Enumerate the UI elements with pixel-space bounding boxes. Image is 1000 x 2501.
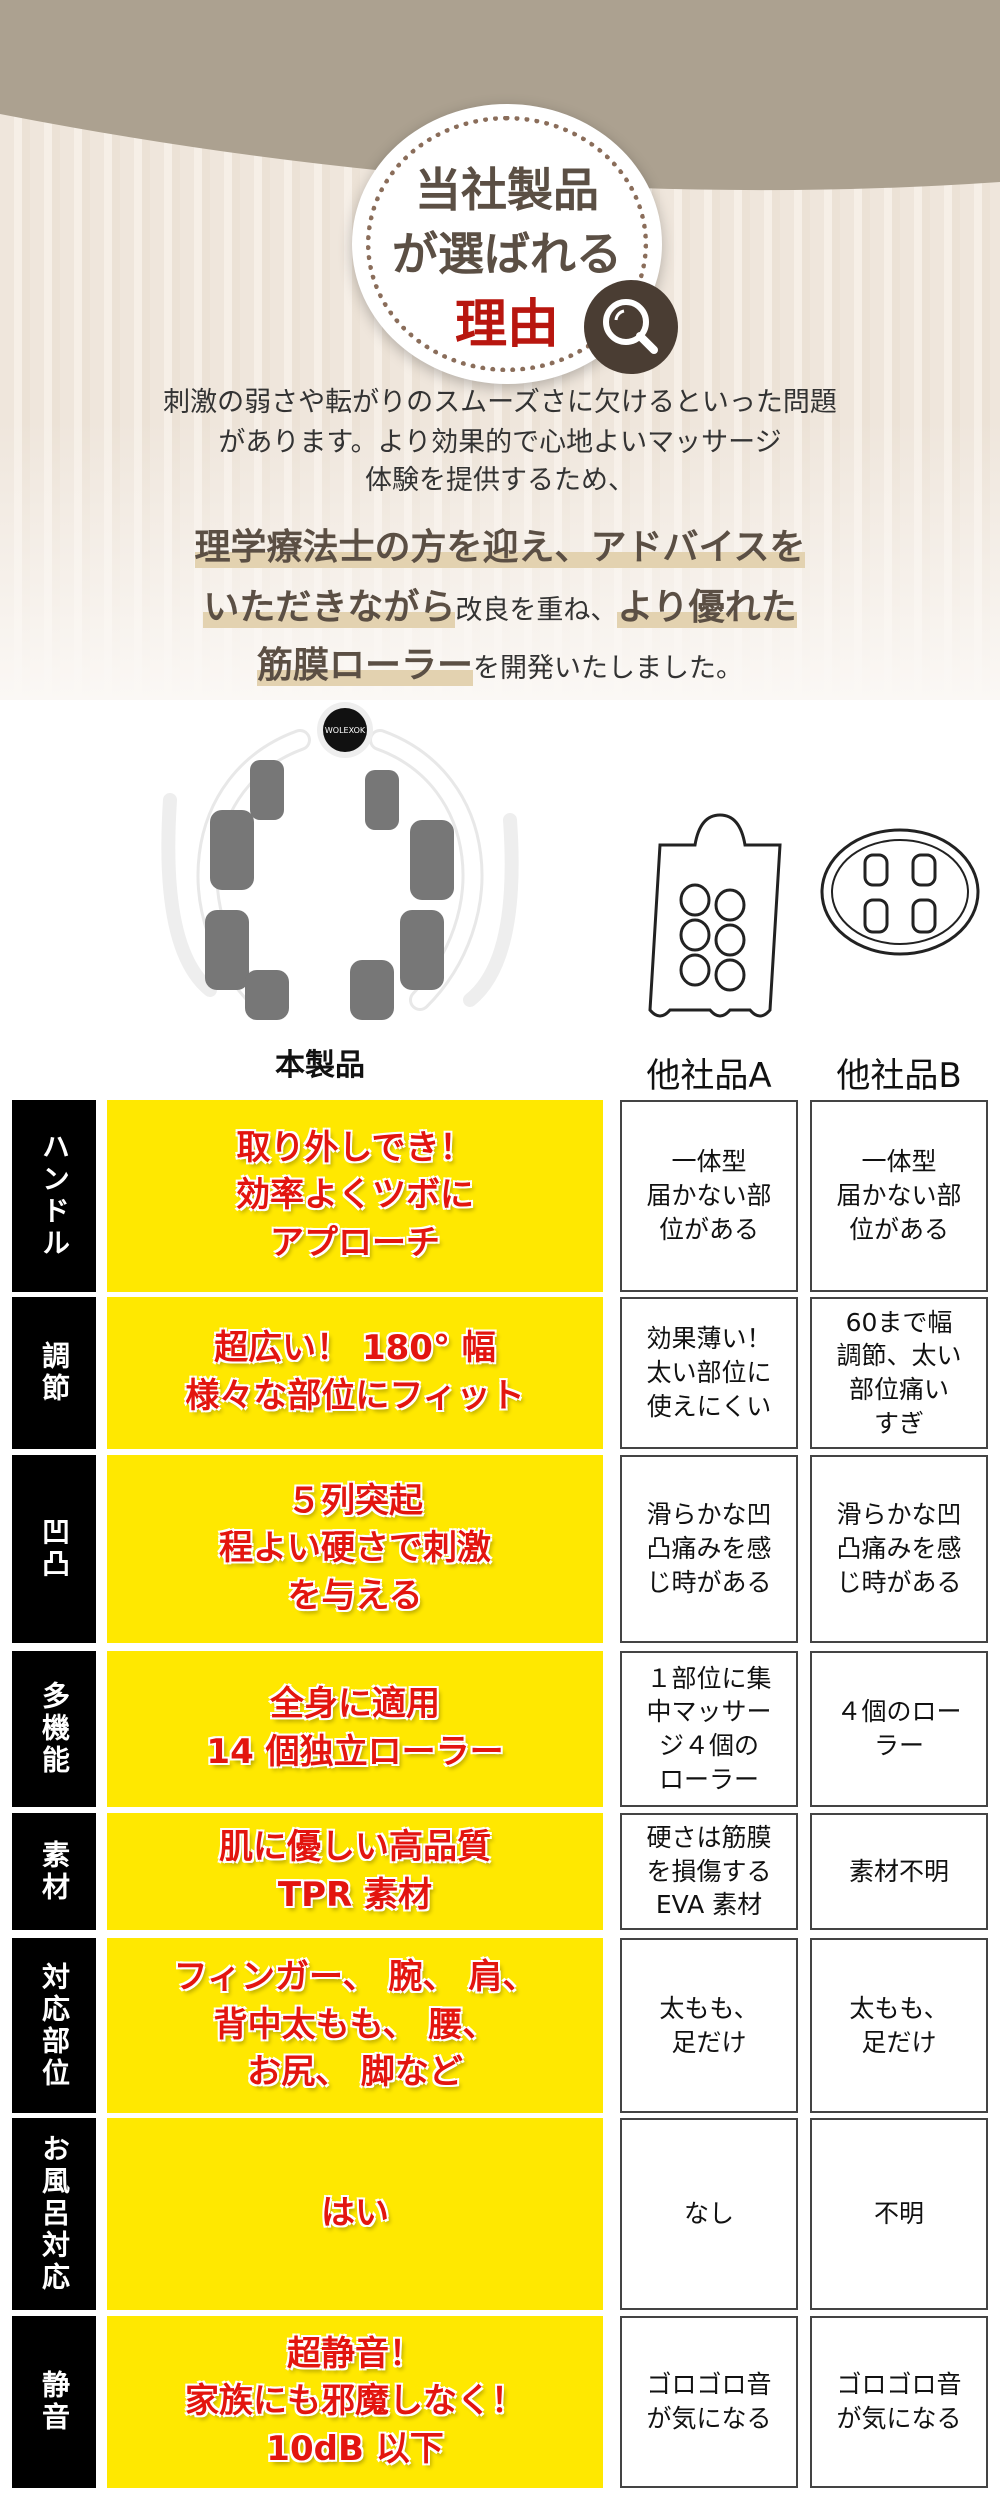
header-band xyxy=(0,0,1000,191)
competitor-a-cell: １部位に集 中マッサー ジ４個の ローラー xyxy=(620,1651,798,1807)
product-logo: WOLEXOK xyxy=(325,726,366,735)
our-product-cell: ５列突起 程よい硬さで刺激 を与える xyxy=(107,1455,603,1643)
product-image: WOLEXOK xyxy=(161,702,519,1020)
competitor-a-cell: ゴロゴロ音 が気になる xyxy=(620,2316,798,2488)
competitor-a-image xyxy=(648,813,782,1018)
competitor-b-cell: 滑らかな凹 凸痛みを感 じ時がある xyxy=(810,1455,988,1643)
row-label: 凹凸 xyxy=(12,1455,96,1643)
our-product-cell: 取り外しでき！ 効率よくツボに アプローチ xyxy=(107,1100,603,1292)
competitor-a-cell: なし xyxy=(620,2118,798,2310)
row-label: 調節 xyxy=(12,1297,96,1449)
intro-line-1: 刺激の弱さや転がりのスムーズさに欠けるといった問題 xyxy=(163,387,837,418)
badge-line-2: が選ばれる xyxy=(392,227,622,281)
our-product-cell: フィンガー、 腕、 肩、 背中太もも、 腰、 お尻、 脚など xyxy=(107,1938,603,2113)
competitor-b-cell: 不明 xyxy=(810,2118,988,2310)
reason-badge: 当社製品 が選ばれる 理由 xyxy=(352,104,662,384)
table-row: 対応部位フィンガー、 腕、 肩、 背中太もも、 腰、 お尻、 脚など太もも、 足… xyxy=(0,1938,1000,2113)
highlight-line-2: いただきながら改良を重ね、より優れた xyxy=(203,586,797,628)
row-label: ハンドル xyxy=(12,1100,96,1292)
competitor-b-cell: ゴロゴロ音 が気になる xyxy=(810,2316,988,2488)
competitor-b-image xyxy=(820,828,980,956)
column-header-a: 他社品A xyxy=(646,1056,772,1096)
highlight-line-1: 理学療法士の方を迎え、アドバイスを xyxy=(194,526,806,568)
competitor-a-cell: 滑らかな凹 凸痛みを感 じ時がある xyxy=(620,1455,798,1643)
our-product-cell: 全身に適用 14 個独立ローラー xyxy=(107,1651,603,1807)
competitor-a-cell: 効果薄い！ 太い部位に 使えにくい xyxy=(620,1297,798,1449)
table-row: 静音超静音！ 家族にも邪魔しなく！ 10dB 以下ゴロゴロ音 が気になるゴロゴロ… xyxy=(0,2316,1000,2488)
table-row: 調節超広い！ 180° 幅 様々な部位にフィット効果薄い！ 太い部位に 使えにく… xyxy=(0,1297,1000,1449)
competitor-b-cell: 一体型 届かない部 位がある xyxy=(810,1100,988,1292)
our-product-cell: はい xyxy=(107,2118,603,2310)
highlight-line-3: 筋膜ローラーを開発いたしました。 xyxy=(256,644,743,686)
column-header-b: 他社品B xyxy=(836,1056,962,1096)
row-label: お風呂対応 xyxy=(12,2118,96,2310)
row-label: 静音 xyxy=(12,2316,96,2488)
our-product-cell: 超広い！ 180° 幅 様々な部位にフィット xyxy=(107,1297,603,1449)
intro-line-3: 体験を提供するため、 xyxy=(365,465,635,496)
row-label: 多機能 xyxy=(12,1651,96,1807)
magnifier-icon xyxy=(584,280,678,374)
competitor-b-cell: 60まで幅 調節、太い 部位痛い すぎ xyxy=(810,1297,988,1449)
intro-line-2: があります。より効果的で心地よいマッサージ xyxy=(218,427,782,458)
our-product-cell: 肌に優しい高品質 TPR 素材 xyxy=(107,1813,603,1930)
our-product-cell: 超静音！ 家族にも邪魔しなく！ 10dB 以下 xyxy=(107,2316,603,2488)
table-row: 素材肌に優しい高品質 TPR 素材硬さは筋膜 を損傷する EVA 素材素材不明 xyxy=(0,1813,1000,1930)
badge-line-3: 理由 xyxy=(454,294,559,355)
competitor-b-cell: 太もも、 足だけ xyxy=(810,1938,988,2113)
competitor-a-cell: 太もも、 足だけ xyxy=(620,1938,798,2113)
column-header-ours: 本製品 xyxy=(275,1048,365,1083)
competitor-a-cell: 一体型 届かない部 位がある xyxy=(620,1100,798,1292)
competitor-b-cell: 素材不明 xyxy=(810,1813,988,1930)
table-row: お風呂対応はいなし不明 xyxy=(0,2118,1000,2310)
competitor-b-cell: ４個のロー ラー xyxy=(810,1651,988,1807)
badge-line-1: 当社製品 xyxy=(415,163,599,217)
competitor-a-cell: 硬さは筋膜 を損傷する EVA 素材 xyxy=(620,1813,798,1930)
row-label: 対応部位 xyxy=(12,1938,96,2113)
row-label: 素材 xyxy=(12,1813,96,1930)
table-row: ハンドル取り外しでき！ 効率よくツボに アプローチ一体型 届かない部 位がある一… xyxy=(0,1100,1000,1292)
